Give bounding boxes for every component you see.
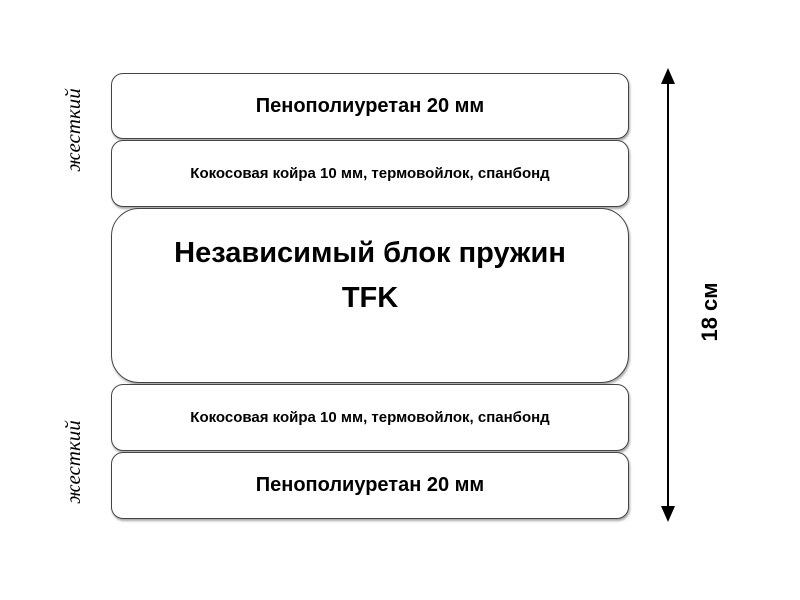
top-foam-layer: Пенополиуретан 20 мм bbox=[111, 73, 629, 139]
height-dimension-label: 18 см bbox=[697, 282, 722, 342]
bottom-coir-label: Кокосовая койра 10 мм, термовойлок, спан… bbox=[190, 409, 550, 426]
top-foam-label: Пенополиуретан 20 мм bbox=[255, 94, 485, 117]
top-coir-layer: Кокосовая койра 10 мм, термовойлок, спан… bbox=[111, 140, 629, 207]
bottom-foam-label: Пенополиуретан 20 мм bbox=[255, 474, 485, 496]
height-arrow-icon bbox=[661, 68, 675, 522]
bottom-coir-layer: Кокосовая койра 10 мм, термовойлок, спан… bbox=[111, 384, 629, 451]
bottom-foam-layer: Пенополиуретан 20 мм bbox=[111, 452, 629, 519]
top-coir-label: Кокосовая койра 10 мм, термовойлок, спан… bbox=[190, 165, 550, 182]
spring-block-label: Независимый блок пружин TFK bbox=[174, 237, 566, 314]
top-firmness-label: жесткий bbox=[61, 88, 85, 172]
spring-block-layer: Независимый блок пружин TFK bbox=[111, 208, 629, 383]
bottom-firmness-label: жесткий bbox=[61, 420, 85, 504]
